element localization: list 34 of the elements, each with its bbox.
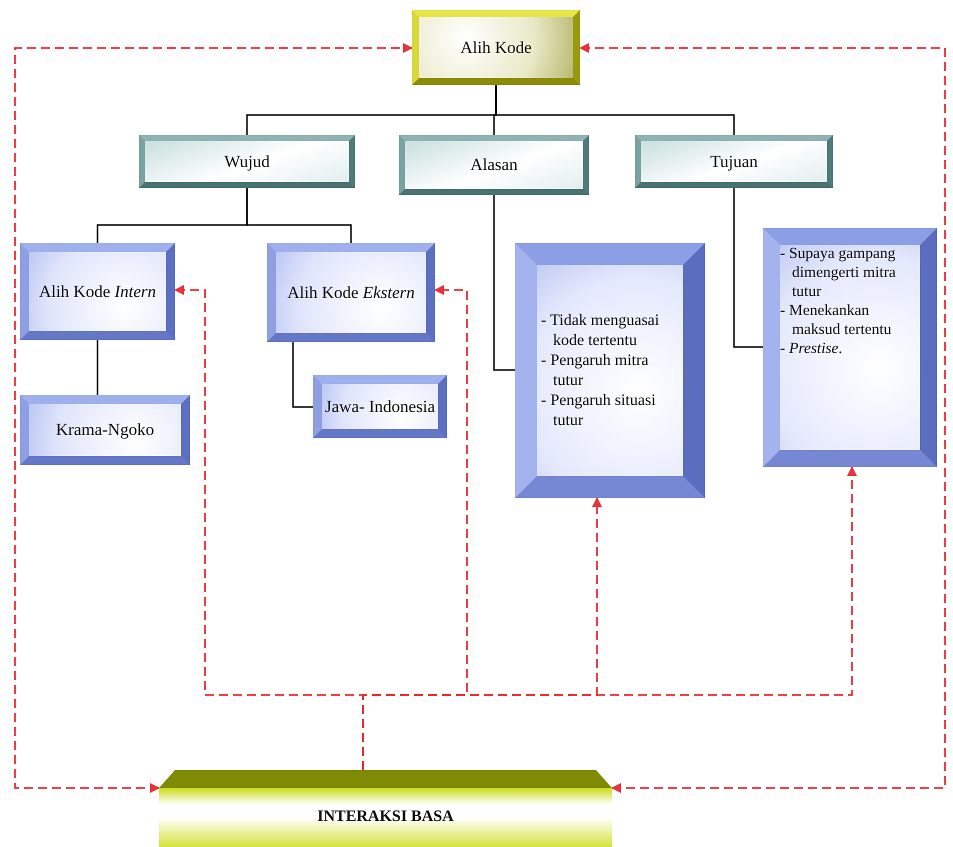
list-item: - Pengaruh mitra tutur bbox=[541, 350, 650, 390]
node-label: Wujud bbox=[223, 150, 271, 173]
dashed-arrow bbox=[579, 43, 946, 793]
node-label: Alih Kode Ekstern bbox=[286, 282, 416, 304]
process-box bbox=[139, 135, 355, 188]
node-label: Jawa- Indonesia bbox=[324, 396, 436, 418]
node-label: Alasan bbox=[469, 154, 519, 176]
dashed-arrow bbox=[14, 43, 413, 793]
process-box bbox=[20, 243, 175, 340]
connector-line bbox=[493, 195, 515, 371]
connector-line bbox=[96, 340, 98, 395]
node-label: INTERAKSI BASA bbox=[316, 806, 455, 826]
connector-line bbox=[246, 188, 352, 243]
list-item: - Tidak menguasai kode tertentu bbox=[541, 310, 660, 350]
node-label: Krama-Ngoko bbox=[54, 419, 156, 441]
process-box bbox=[267, 243, 435, 342]
process-box bbox=[399, 135, 589, 195]
list-item: - Prestise. bbox=[780, 340, 844, 358]
node-label: Alih Kode Intern bbox=[38, 280, 158, 302]
list-item: - Supaya gampang dimengerti mitra tutur bbox=[780, 245, 897, 302]
node-label: Alih Kode bbox=[459, 36, 533, 59]
connector-line bbox=[292, 342, 313, 408]
connector-line bbox=[733, 188, 763, 348]
connector-line bbox=[495, 85, 735, 135]
list-item: - Menekankan maksud tertentu bbox=[780, 302, 892, 340]
process-band bbox=[159, 770, 612, 847]
list-box bbox=[763, 228, 937, 467]
node-label: Tujuan bbox=[709, 150, 759, 173]
process-box bbox=[313, 375, 447, 438]
process-box bbox=[635, 135, 833, 188]
list-item: - Pengaruh situasi tutur bbox=[541, 390, 657, 430]
process-box bbox=[412, 10, 580, 85]
list-box bbox=[515, 243, 705, 498]
process-box bbox=[20, 395, 190, 465]
